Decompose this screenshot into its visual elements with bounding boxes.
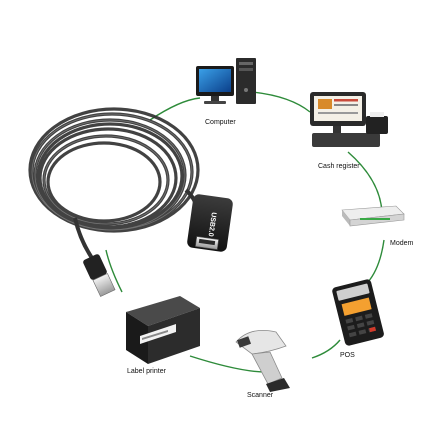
extension-housing: USB2.0: [187, 194, 233, 252]
device-label-pos: POS: [340, 352, 355, 359]
desktop-computer-icon: [196, 58, 256, 104]
device-label-modem: Modem: [390, 240, 414, 247]
usb-extension-cable-icon: USB2.0: [28, 107, 233, 297]
connection-line: [105, 91, 385, 373]
device-label-cash-register: Cash register: [318, 163, 360, 170]
usb-a-male-plug: [83, 254, 116, 297]
modem-icon: [341, 205, 405, 227]
pos-terminal-icon: [332, 279, 384, 346]
device-label-computer: Computer: [205, 119, 236, 126]
device-label-label-printer: Label printer: [127, 368, 166, 375]
device-label-scanner: Scanner: [247, 392, 274, 399]
cash-register-icon: [310, 92, 388, 147]
barcode-scanner-icon: [235, 329, 290, 392]
label-printer-icon: [126, 296, 200, 364]
cable-housing-text: USB2.0: [207, 212, 217, 237]
